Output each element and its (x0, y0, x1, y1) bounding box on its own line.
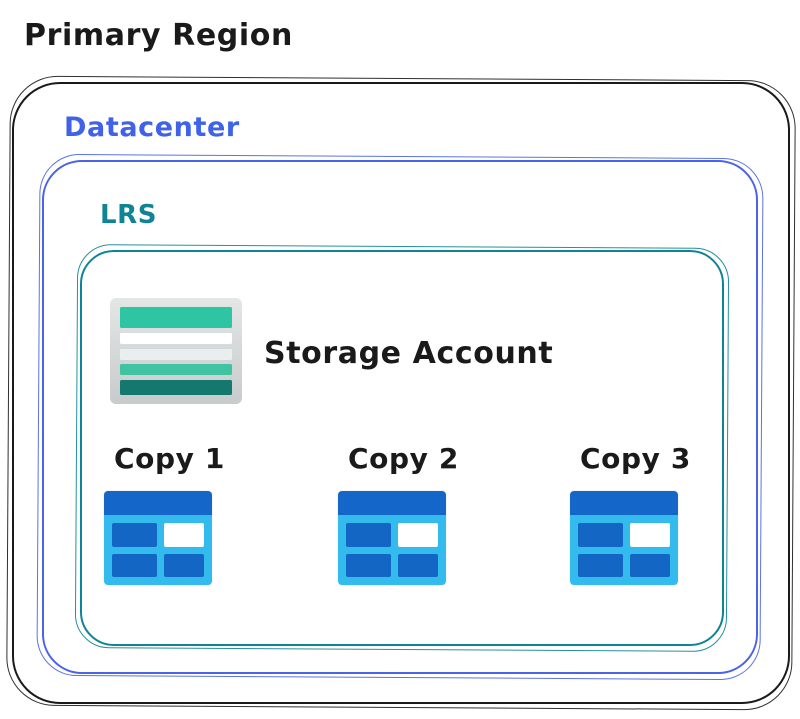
table-icon-cell (346, 553, 392, 577)
table-icon-cell (346, 523, 392, 547)
copy-3-label: Copy 3 (580, 442, 691, 475)
table-icon-header (104, 491, 212, 515)
table-icon-cell (112, 553, 158, 577)
table-icon-body (338, 515, 446, 585)
storage-icon-stripe (120, 364, 232, 376)
storage-account-label: Storage Account (264, 336, 554, 371)
copy-1-group: Copy 1 (104, 442, 225, 585)
table-icon-cell (578, 523, 624, 547)
table-icon-cell (630, 523, 670, 547)
datacenter-label: Datacenter (64, 112, 240, 143)
storage-icon-stripe (120, 307, 232, 328)
table-icon-body (104, 515, 212, 585)
lrs-boundary (80, 250, 724, 646)
table-icon-cell (164, 523, 204, 547)
table-storage-icon (570, 491, 678, 585)
lrs-label: LRS (100, 200, 158, 230)
primary-region-boundary (12, 82, 790, 704)
table-icon-cell (398, 553, 438, 577)
copy-3-group: Copy 3 (570, 442, 691, 585)
table-icon-cell (578, 553, 624, 577)
table-icon-header (338, 491, 446, 515)
storage-icon-stripe (120, 332, 232, 344)
copy-2-group: Copy 2 (338, 442, 459, 585)
copy-2-label: Copy 2 (348, 442, 459, 475)
storage-icon-stripe (120, 380, 232, 395)
table-icon-body (570, 515, 678, 585)
table-icon-cell (630, 553, 670, 577)
copy-1-label: Copy 1 (114, 442, 225, 475)
primary-region-label: Primary Region (24, 18, 293, 53)
datacenter-boundary (42, 160, 758, 674)
storage-icon-stripe (120, 348, 232, 360)
table-icon-cell (112, 523, 158, 547)
table-storage-icon (338, 491, 446, 585)
table-icon-cell (398, 523, 438, 547)
table-icon-cell (164, 553, 204, 577)
table-icon-header (570, 491, 678, 515)
table-storage-icon (104, 491, 212, 585)
storage-account-icon (110, 298, 242, 404)
